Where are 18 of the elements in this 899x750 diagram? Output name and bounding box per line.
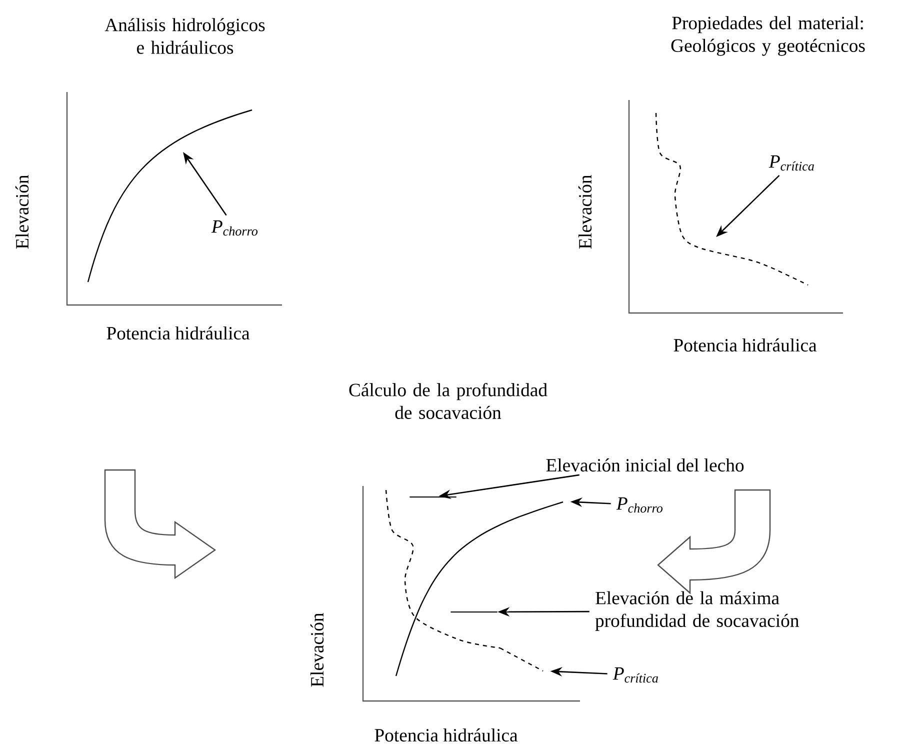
curve-end — [520, 501, 564, 518]
axis-label: Potencia hidráulica — [106, 326, 250, 340]
level-line — [450, 611, 498, 613]
chart-title: Análisis hidrológicos e hidráulicos — [104, 18, 265, 54]
annotation-text: Elevación inicial del lecho — [546, 458, 744, 472]
axis-label: Elevación — [578, 174, 592, 249]
curve-label: P$_{chorro}$ — [211, 220, 258, 236]
curve-label: P$_{chorro}$ — [616, 497, 663, 513]
curve-end — [500, 647, 544, 672]
chart-title: Cálculo de la profundidad de socavación — [349, 383, 548, 419]
axis-label: Elevación — [310, 612, 324, 687]
axis-label: Elevación — [15, 174, 29, 249]
axis-label: Potencia hidráulica — [674, 338, 817, 352]
annotation-text: Elevación de la máxima profundidad de socavación — [595, 591, 799, 631]
curve-label: P$_{crítica}$ — [612, 667, 658, 683]
curve-label: P$_{crítica}$ — [768, 155, 814, 171]
axis-label: Potencia hidráulica — [374, 728, 518, 742]
chart-title: Propiedades del material: Geológicos y geotécnicos — [671, 16, 865, 56]
